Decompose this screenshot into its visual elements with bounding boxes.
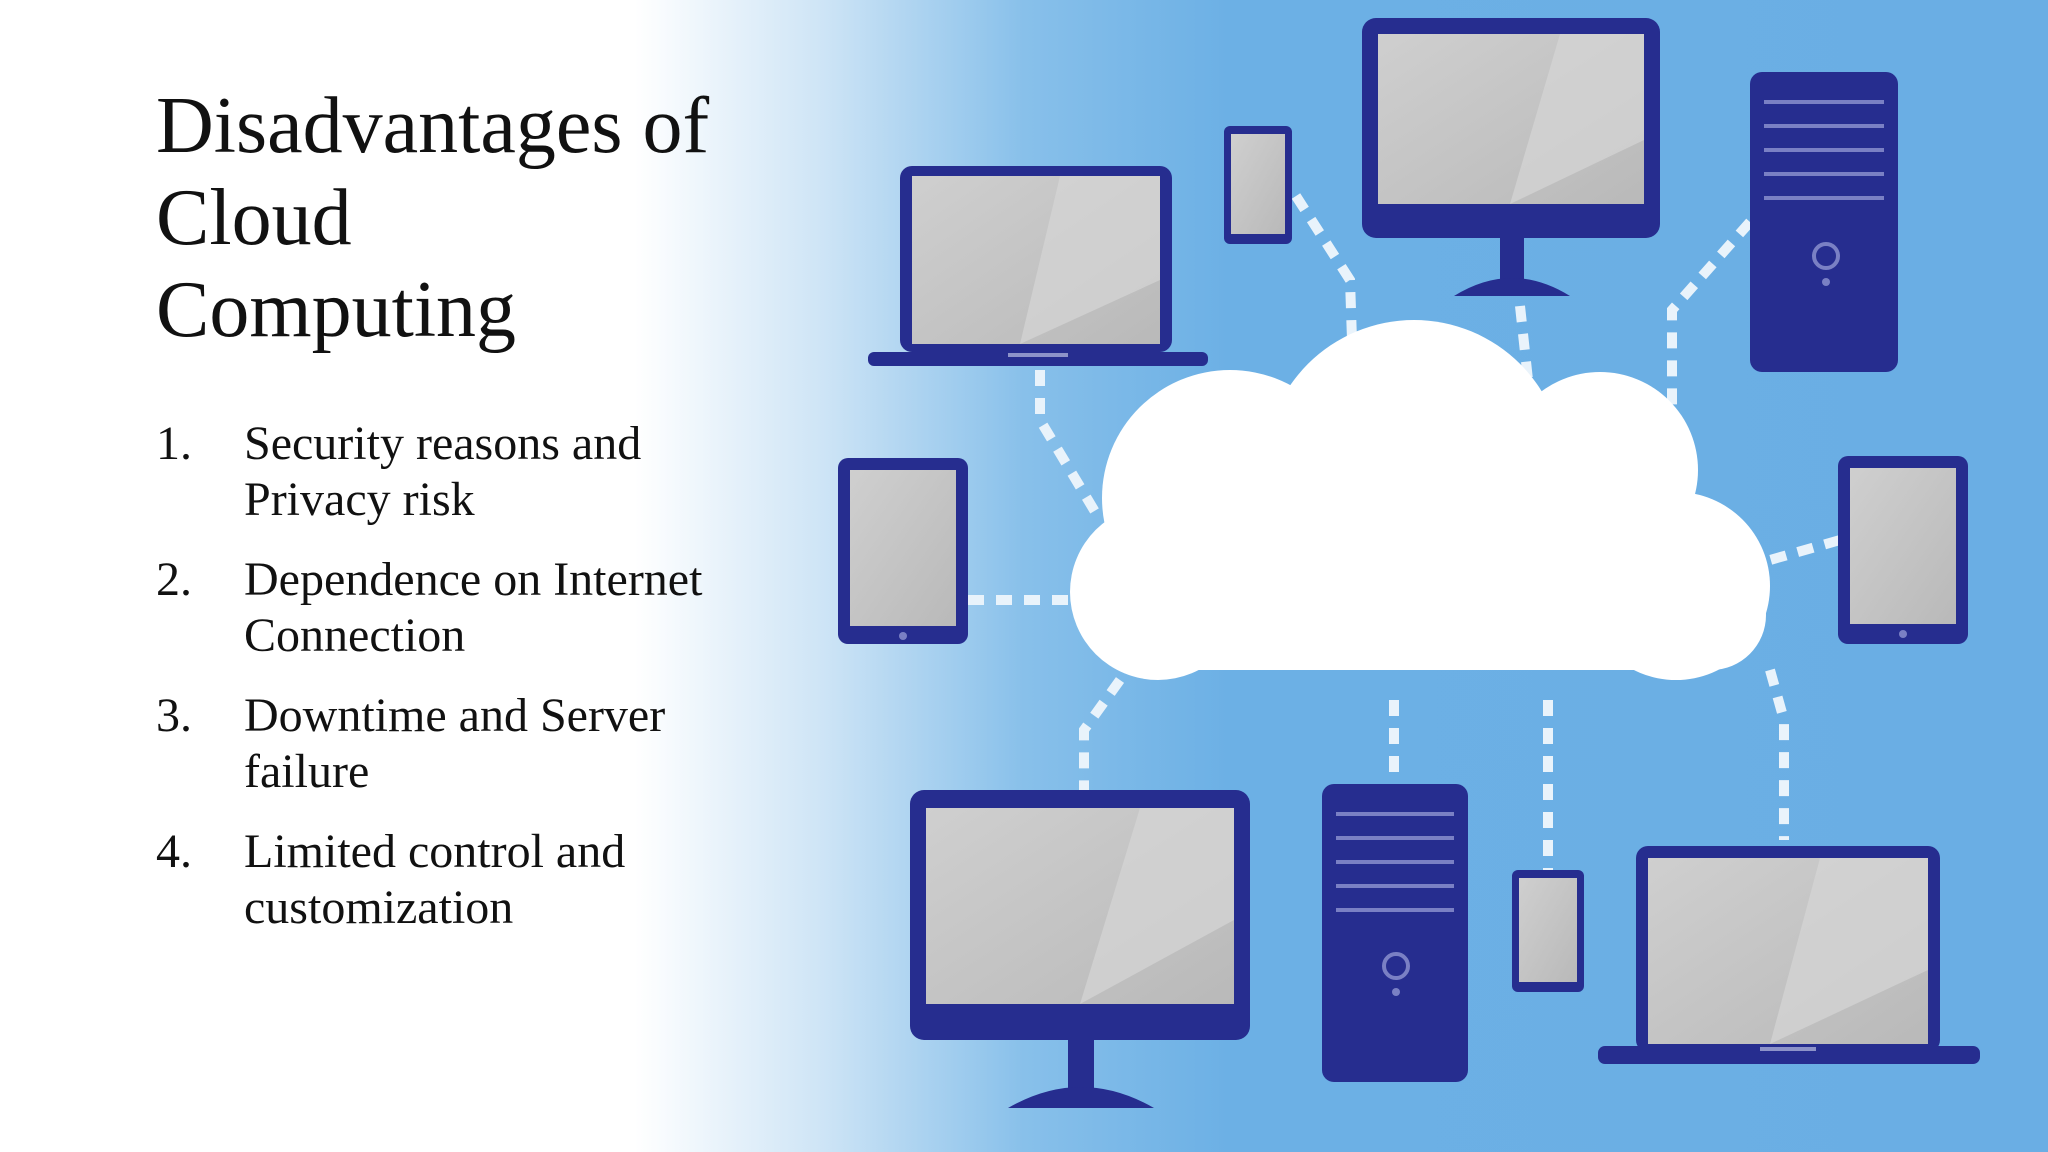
title-line: Computing [156, 266, 517, 354]
slide-title: Disadvantages of Cloud Computing [156, 80, 816, 356]
list-item: 3. Downtime and Server failure [156, 688, 816, 800]
list-item-line: Security reasons and [244, 417, 642, 470]
laptop-icon [1598, 846, 1980, 1064]
smartphone-icon [1512, 870, 1584, 992]
list-item-line: Dependence on Internet [244, 553, 703, 606]
list-item-number: 1. [156, 417, 192, 470]
list-item: 2. Dependence on Internet Connection [156, 552, 816, 664]
laptop-icon [868, 166, 1208, 366]
tower-server-icon [1750, 72, 1898, 372]
list-item-line: failure [244, 745, 370, 798]
desktop-monitor-icon [910, 790, 1250, 1108]
list-item-number: 2. [156, 553, 192, 606]
disadvantages-list: 1. Security reasons and Privacy risk 2. … [156, 416, 816, 936]
title-line: Disadvantages of [156, 82, 710, 170]
list-item-text: Downtime and Server failure [244, 688, 665, 800]
list-item: 4. Limited control and customization [156, 824, 816, 936]
title-line: Cloud [156, 174, 352, 262]
list-item-line: Limited control and [244, 825, 626, 878]
list-item-line: Connection [244, 609, 466, 662]
smartphone-icon [1224, 126, 1292, 244]
list-item-text: Dependence on Internet Connection [244, 552, 702, 664]
tower-server-icon [1322, 784, 1468, 1082]
list-item-text: Security reasons and Privacy risk [244, 416, 641, 528]
list-item-line: Privacy risk [244, 473, 475, 526]
tablet-icon [1838, 456, 1968, 644]
list-item-text: Limited control and customization [244, 824, 625, 936]
list-item-number: 4. [156, 825, 192, 878]
cloud-icon [1070, 320, 1770, 680]
network-connectors [968, 193, 1842, 870]
list-item-number: 3. [156, 689, 192, 742]
list-item: 1. Security reasons and Privacy risk [156, 416, 816, 528]
desktop-monitor-icon [1362, 18, 1660, 296]
text-panel: Disadvantages of Cloud Computing 1. Secu… [156, 80, 816, 960]
list-item-line: customization [244, 881, 514, 934]
list-item-line: Downtime and Server [244, 689, 666, 742]
tablet-icon [838, 458, 968, 644]
